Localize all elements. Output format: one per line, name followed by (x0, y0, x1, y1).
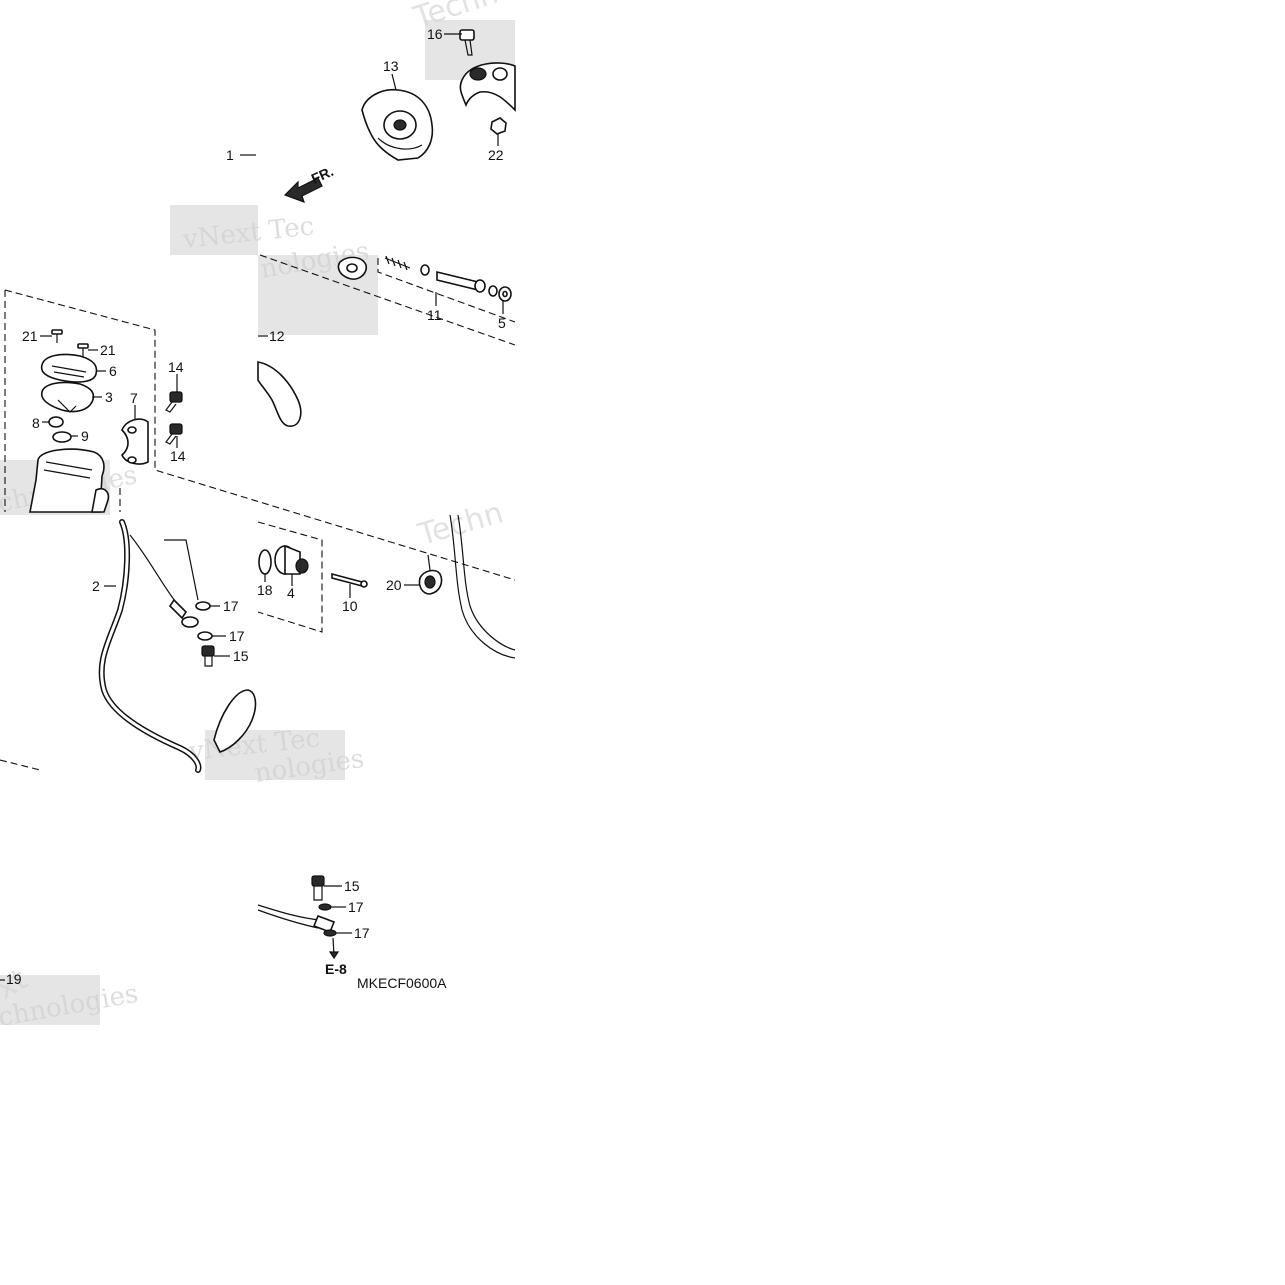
part-18-circlip (258, 549, 272, 575)
part-7-holder (121, 418, 149, 465)
callout-9: 9 (81, 428, 89, 444)
callout-6: 6 (109, 363, 117, 379)
callout-21: 21 (100, 342, 116, 358)
part-12-clutch-lever (257, 361, 302, 427)
callout-19: 19 (6, 971, 22, 987)
part-13-lever-cover (361, 88, 434, 161)
part-10-pushrod (331, 572, 368, 588)
callout-14: 14 (170, 448, 186, 464)
callout-22: 22 (488, 147, 504, 163)
callout-15: 15 (344, 878, 360, 894)
pivot-assembly (337, 255, 512, 302)
callout-13: 13 (383, 58, 399, 74)
section-reference: E-8 (325, 961, 347, 977)
callout-1: 1 (226, 147, 234, 163)
hose-end-lower (257, 875, 340, 960)
callout-11: 11 (427, 307, 442, 323)
direction-label: FR. (309, 163, 336, 187)
watermark-layer: Techno vNext Tec nologies chnologies Tec… (0, 0, 520, 1033)
part-2-clutch-hose (98, 519, 202, 773)
front-direction-arrow: FR. (283, 163, 336, 203)
part-21-screws (51, 329, 89, 357)
group-outlines (0, 254, 516, 771)
part-8-9-seals (48, 416, 72, 443)
clutch-lever-upper (459, 62, 516, 112)
drawing-code: MKECF0600A (357, 975, 447, 991)
callout-18: 18 (257, 582, 273, 598)
callout-10: 10 (342, 598, 358, 614)
callout-16: 16 (427, 26, 443, 42)
leader-lines (40, 33, 504, 934)
master-cylinder-body (29, 448, 110, 513)
callout-14: 14 (168, 359, 184, 375)
callout-5: 5 (498, 315, 506, 331)
callout-labels: 1 16 13 22 11 5 12 21 21 6 3 8 9 7 14 14… (0, 26, 506, 987)
callout-17: 17 (348, 899, 364, 915)
callout-7: 7 (130, 390, 138, 406)
right-hose-curve (449, 514, 516, 659)
hose-loop (213, 689, 257, 753)
callout-17: 17 (223, 598, 239, 614)
part-20-clamp (418, 554, 443, 595)
part-22-nut (490, 117, 507, 135)
callout-17: 17 (354, 925, 370, 941)
callout-12: 12 (269, 328, 285, 344)
part-14-bolts (165, 391, 183, 445)
callout-20: 20 (386, 577, 402, 593)
part-6-reservoir-cap (40, 353, 98, 383)
callout-15: 15 (233, 648, 249, 664)
callout-2: 2 (92, 578, 100, 594)
part-4-piston (274, 544, 309, 575)
hose-fitting-upper (181, 601, 215, 667)
callout-8: 8 (32, 415, 40, 431)
callout-3: 3 (105, 389, 113, 405)
callout-4: 4 (287, 585, 295, 601)
part-16-bolt (459, 29, 475, 56)
watermark-text: Techn (414, 495, 507, 553)
spring-icon (384, 255, 411, 271)
callout-21: 21 (22, 328, 38, 344)
part-3-diaphragm-plate (40, 381, 95, 413)
callout-17: 17 (229, 628, 245, 644)
